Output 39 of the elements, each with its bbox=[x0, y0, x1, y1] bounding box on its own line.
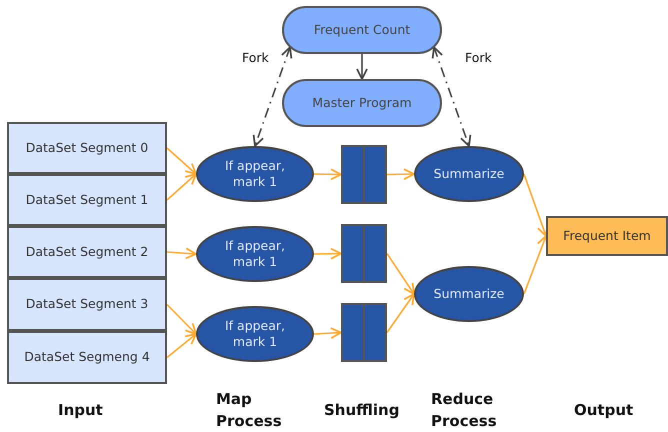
edge-label: Fork bbox=[463, 50, 494, 65]
column-heading: Map Process bbox=[216, 389, 283, 432]
arrow bbox=[432, 46, 472, 147]
terminal-pill: Master Program bbox=[282, 79, 442, 127]
arrow bbox=[386, 168, 415, 180]
process-ellipse: Summarize bbox=[414, 146, 524, 202]
process-ellipse: If appear, mark 1 bbox=[196, 226, 314, 282]
process-box: DataSet Segment 0 bbox=[7, 122, 167, 174]
output-box: Frequent Item bbox=[546, 216, 668, 256]
arrow bbox=[314, 248, 342, 260]
process-ellipse: If appear, mark 1 bbox=[196, 306, 314, 362]
shuffle-block bbox=[341, 303, 387, 362]
arrow bbox=[166, 247, 197, 260]
arrow bbox=[314, 168, 342, 180]
edge-label: Fork bbox=[240, 50, 271, 65]
arrow bbox=[386, 293, 415, 333]
column-heading: Output bbox=[574, 400, 634, 421]
process-ellipse: If appear, mark 1 bbox=[196, 146, 314, 202]
process-box: DataSet Segment 1 bbox=[7, 174, 167, 226]
process-box: DataSet Segment 2 bbox=[7, 226, 167, 278]
process-box: DataSet Segment 3 bbox=[7, 278, 167, 331]
process-box: DataSet Segmeng 4 bbox=[7, 331, 167, 384]
arrow bbox=[252, 46, 292, 147]
arrow bbox=[166, 173, 197, 201]
column-heading: Shuffling bbox=[324, 400, 400, 421]
terminal-pill: Frequent Count bbox=[282, 6, 442, 54]
column-heading: Reduce Process bbox=[431, 389, 498, 432]
arrow bbox=[523, 235, 548, 294]
arrow bbox=[523, 174, 548, 237]
shuffle-block bbox=[341, 224, 387, 283]
arrow bbox=[166, 147, 197, 175]
arrow bbox=[356, 54, 368, 80]
arrow bbox=[386, 253, 415, 295]
arrow bbox=[166, 304, 197, 335]
process-ellipse: Summarize bbox=[414, 266, 524, 322]
arrow bbox=[166, 333, 197, 358]
shuffle-block bbox=[341, 145, 387, 204]
arrow bbox=[314, 327, 342, 339]
column-heading: Input bbox=[58, 400, 103, 421]
